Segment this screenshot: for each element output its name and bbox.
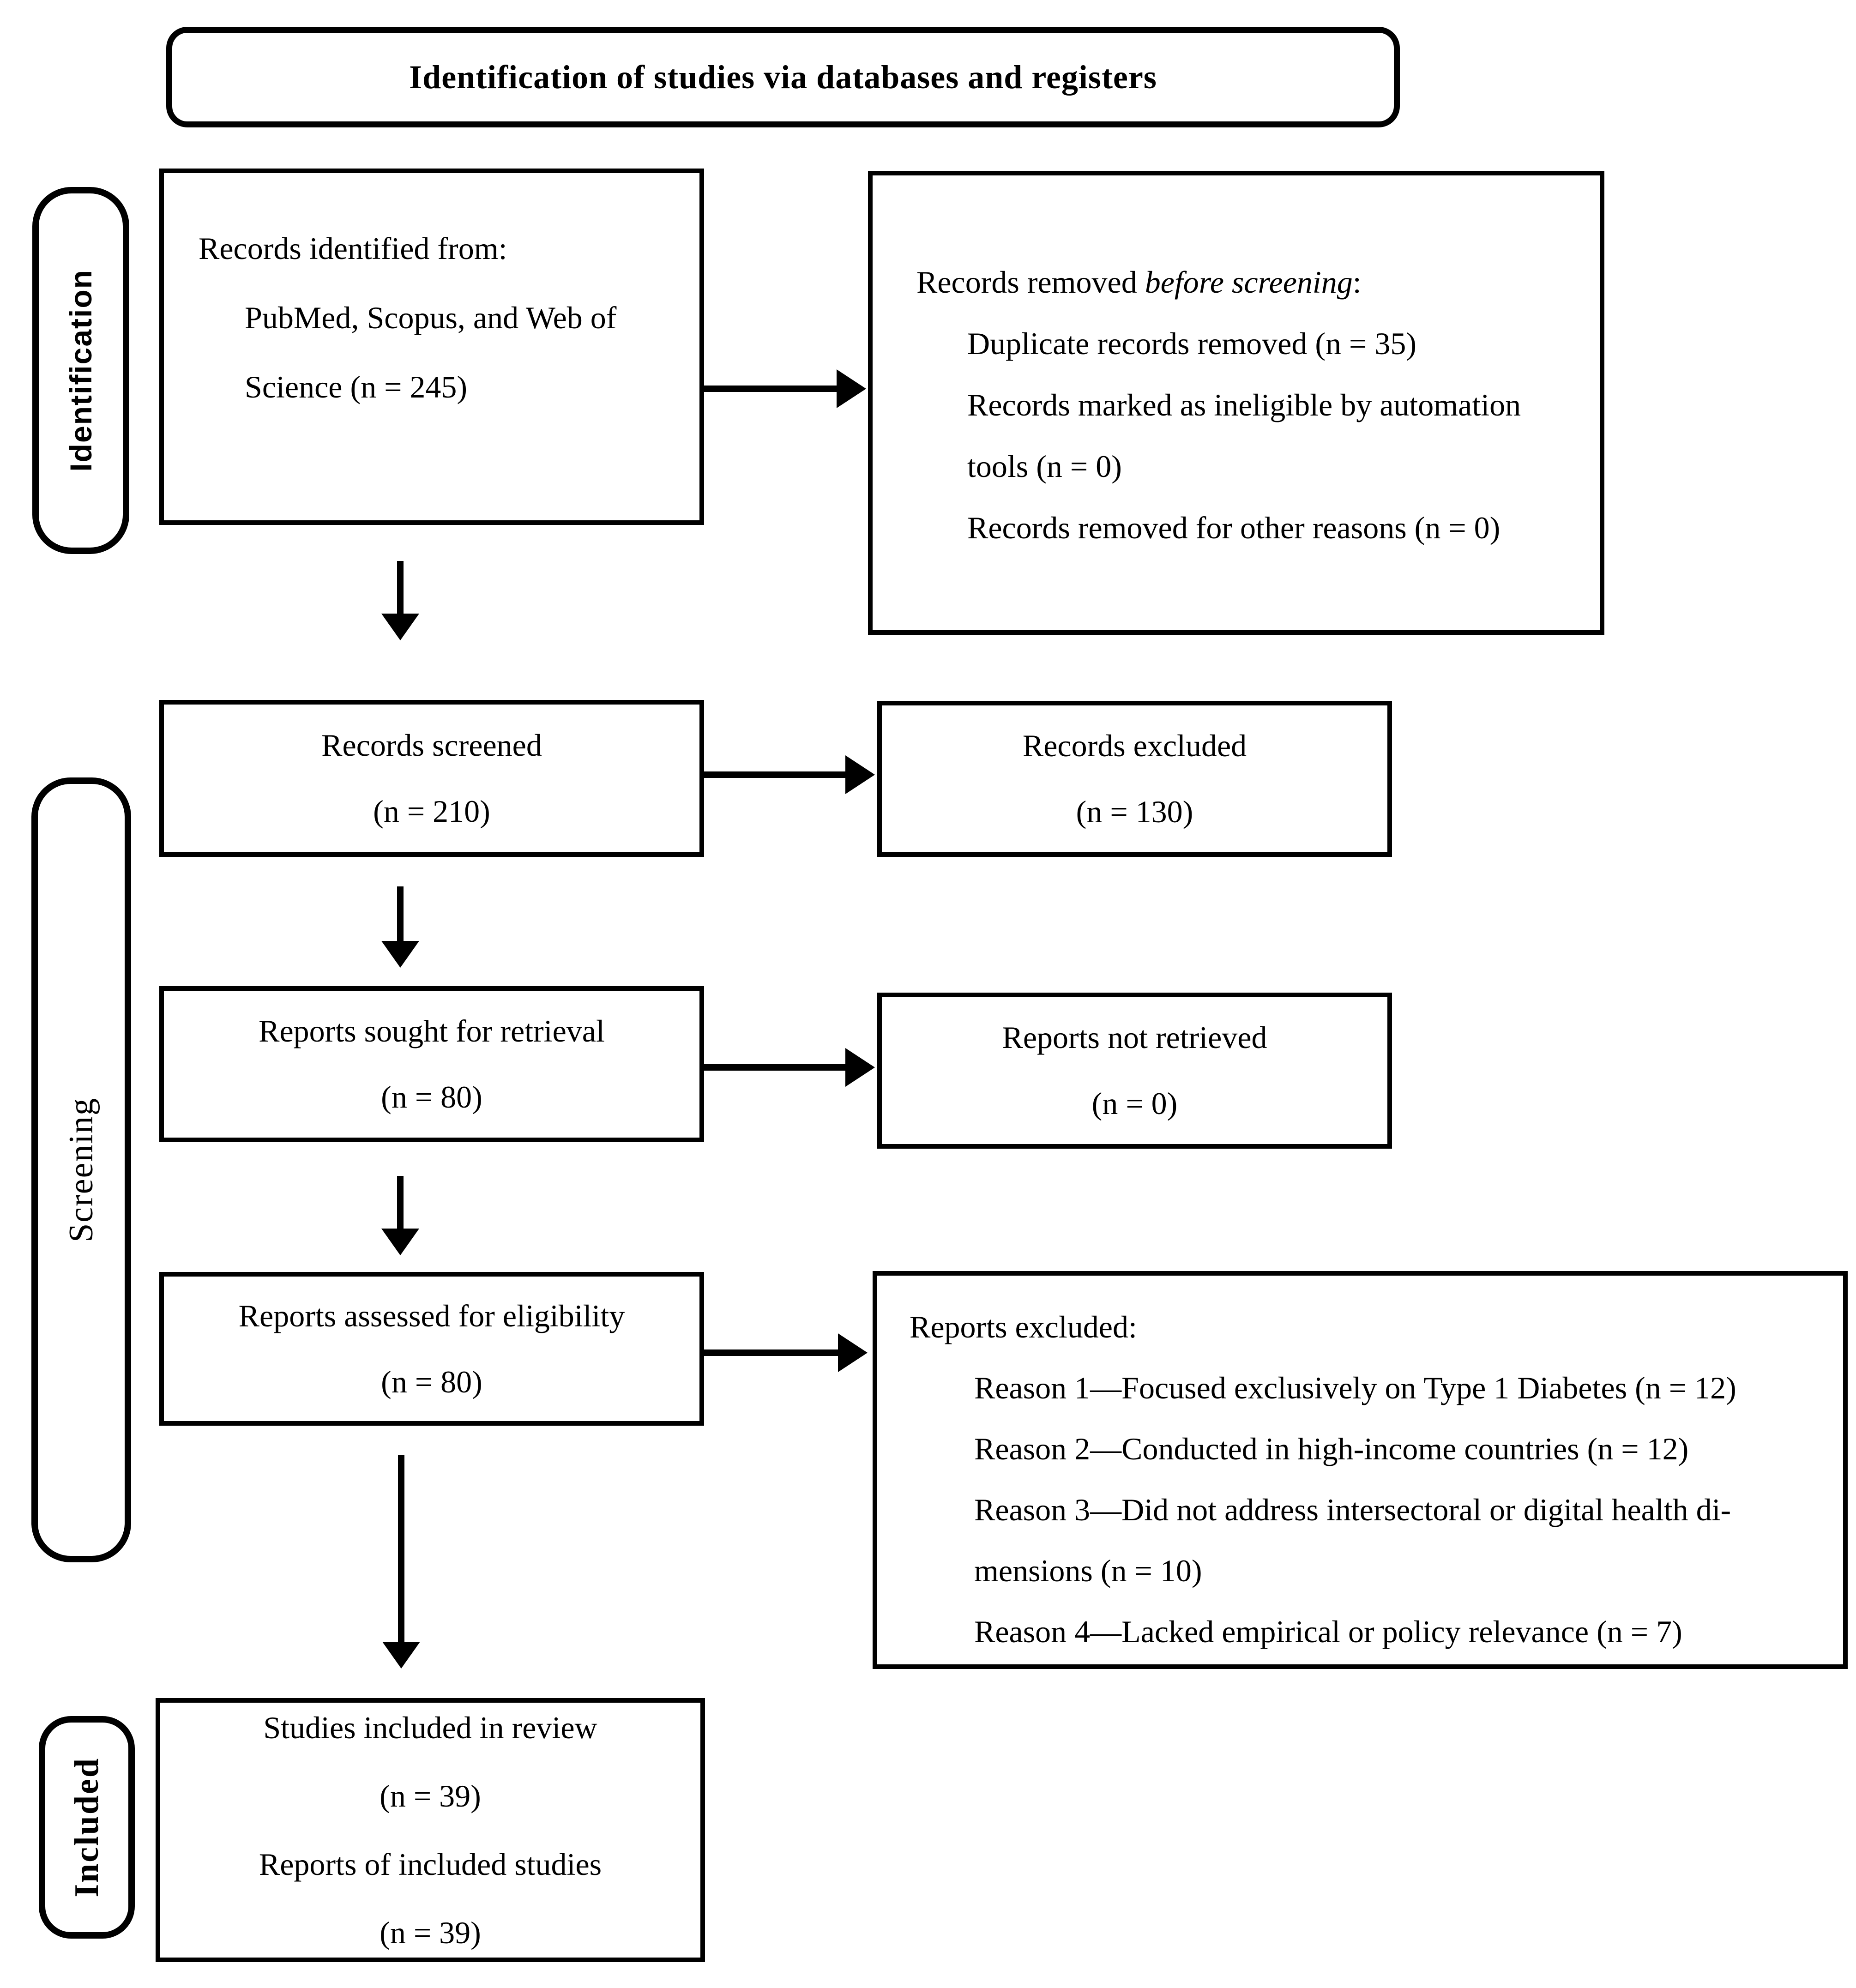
arrow-assessed-to-excluded — [704, 1333, 868, 1372]
records-excluded-line2: (n = 130) — [1076, 794, 1193, 829]
arrow-head — [838, 1333, 868, 1372]
arrow-screened-to-sought — [381, 886, 419, 968]
reports-excluded-reason2: Reason 2—Conducted in high-income countr… — [974, 1431, 1689, 1466]
studies-included-line2: (n = 39) — [380, 1778, 481, 1813]
arrow-shaft — [398, 1455, 404, 1645]
arrow-head — [837, 369, 866, 408]
arrow-identified-to-screened — [381, 561, 419, 640]
records-removed-item2-cont: tools (n = 0) — [967, 449, 1122, 484]
records-excluded-line1: Records excluded — [1022, 728, 1247, 763]
reports-not-retrieved-line1: Reports not retrieved — [1002, 1020, 1267, 1055]
arrow-sought-to-not-retrieved — [704, 1048, 875, 1087]
reports-excluded-reason3a: Reason 3—Did not address intersectoral o… — [974, 1492, 1731, 1527]
arrow-shaft — [704, 1064, 848, 1071]
arrow-head — [381, 614, 419, 640]
stage-screening: Screening — [31, 777, 131, 1562]
records-removed-item3: Records removed for other reasons (n = 0… — [967, 510, 1500, 545]
studies-included-line4: (n = 39) — [380, 1915, 481, 1950]
reports-assessed-line1: Reports assessed for eligibility — [238, 1298, 625, 1333]
box-reports-assessed: Reports assessed for eligibility (n = 80… — [159, 1272, 704, 1426]
records-removed-header: Records removed before screening: — [916, 252, 1591, 313]
reports-excluded-reason4: Reason 4—Lacked empirical or policy rele… — [974, 1614, 1682, 1649]
arrow-identified-to-removed — [704, 369, 866, 408]
box-records-excluded: Records excluded (n = 130) — [877, 701, 1392, 857]
arrow-sought-to-assessed — [381, 1176, 419, 1255]
reports-excluded-header: Reports excluded: — [910, 1309, 1137, 1344]
arrow-head — [845, 755, 875, 794]
title-box: Identification of studies via databases … — [166, 27, 1400, 127]
arrow-head — [382, 1642, 420, 1669]
stage-screening-label: Screening — [62, 1097, 100, 1242]
stage-included: Included — [39, 1716, 135, 1939]
box-records-identified: Records identified from: PubMed, Scopus,… — [159, 169, 704, 525]
records-removed-item2: Records marked as ineligible by automati… — [967, 387, 1521, 422]
reports-assessed-line2: (n = 80) — [381, 1364, 482, 1399]
records-removed-header-italic: before screening — [1145, 265, 1353, 300]
box-reports-sought: Reports sought for retrieval (n = 80) — [159, 986, 704, 1142]
arrow-screened-to-excluded — [704, 755, 875, 794]
records-identified-line3: Science (n = 245) — [245, 369, 468, 404]
arrow-shaft — [704, 386, 839, 392]
arrow-shaft — [397, 886, 404, 944]
arrow-shaft — [704, 771, 848, 778]
studies-included-line1: Studies included in review — [263, 1710, 597, 1745]
reports-sought-line2: (n = 80) — [381, 1079, 482, 1114]
stage-included-label: Included — [67, 1757, 106, 1898]
arrow-head — [381, 941, 419, 968]
records-identified-line2: PubMed, Scopus, and Web of — [245, 300, 617, 335]
stage-identification: Identification — [32, 187, 129, 554]
box-reports-not-retrieved: Reports not retrieved (n = 0) — [877, 993, 1392, 1149]
reports-excluded-reason3b: mensions (n = 10) — [974, 1553, 1202, 1588]
records-removed-item1: Duplicate records removed (n = 35) — [967, 326, 1416, 361]
reports-not-retrieved-line2: (n = 0) — [1091, 1086, 1178, 1121]
arrow-shaft — [397, 1176, 404, 1231]
arrow-assessed-to-included — [382, 1455, 420, 1669]
records-removed-header-suffix: : — [1352, 265, 1362, 300]
box-studies-included: Studies included in review (n = 39) Repo… — [156, 1698, 705, 1962]
records-screened-line2: (n = 210) — [373, 794, 490, 829]
arrow-head — [845, 1048, 875, 1087]
arrow-shaft — [704, 1349, 841, 1356]
arrow-head — [381, 1229, 419, 1255]
studies-included-line3: Reports of included studies — [259, 1847, 602, 1882]
box-records-screened: Records screened (n = 210) — [159, 700, 704, 857]
records-screened-line1: Records screened — [321, 728, 542, 763]
reports-sought-line1: Reports sought for retrieval — [259, 1013, 605, 1048]
arrow-shaft — [397, 561, 404, 616]
diagram-title: Identification of studies via databases … — [409, 58, 1157, 96]
stage-identification-label: Identification — [64, 269, 98, 472]
box-records-removed: Records removed before screening: Duplic… — [868, 171, 1604, 635]
records-removed-header-prefix: Records removed — [916, 265, 1145, 300]
reports-excluded-reason1: Reason 1—Focused exclusively on Type 1 D… — [974, 1370, 1736, 1405]
records-identified-line1: Records identified from: — [199, 231, 507, 266]
box-reports-excluded: Reports excluded: Reason 1—Focused exclu… — [873, 1271, 1848, 1669]
